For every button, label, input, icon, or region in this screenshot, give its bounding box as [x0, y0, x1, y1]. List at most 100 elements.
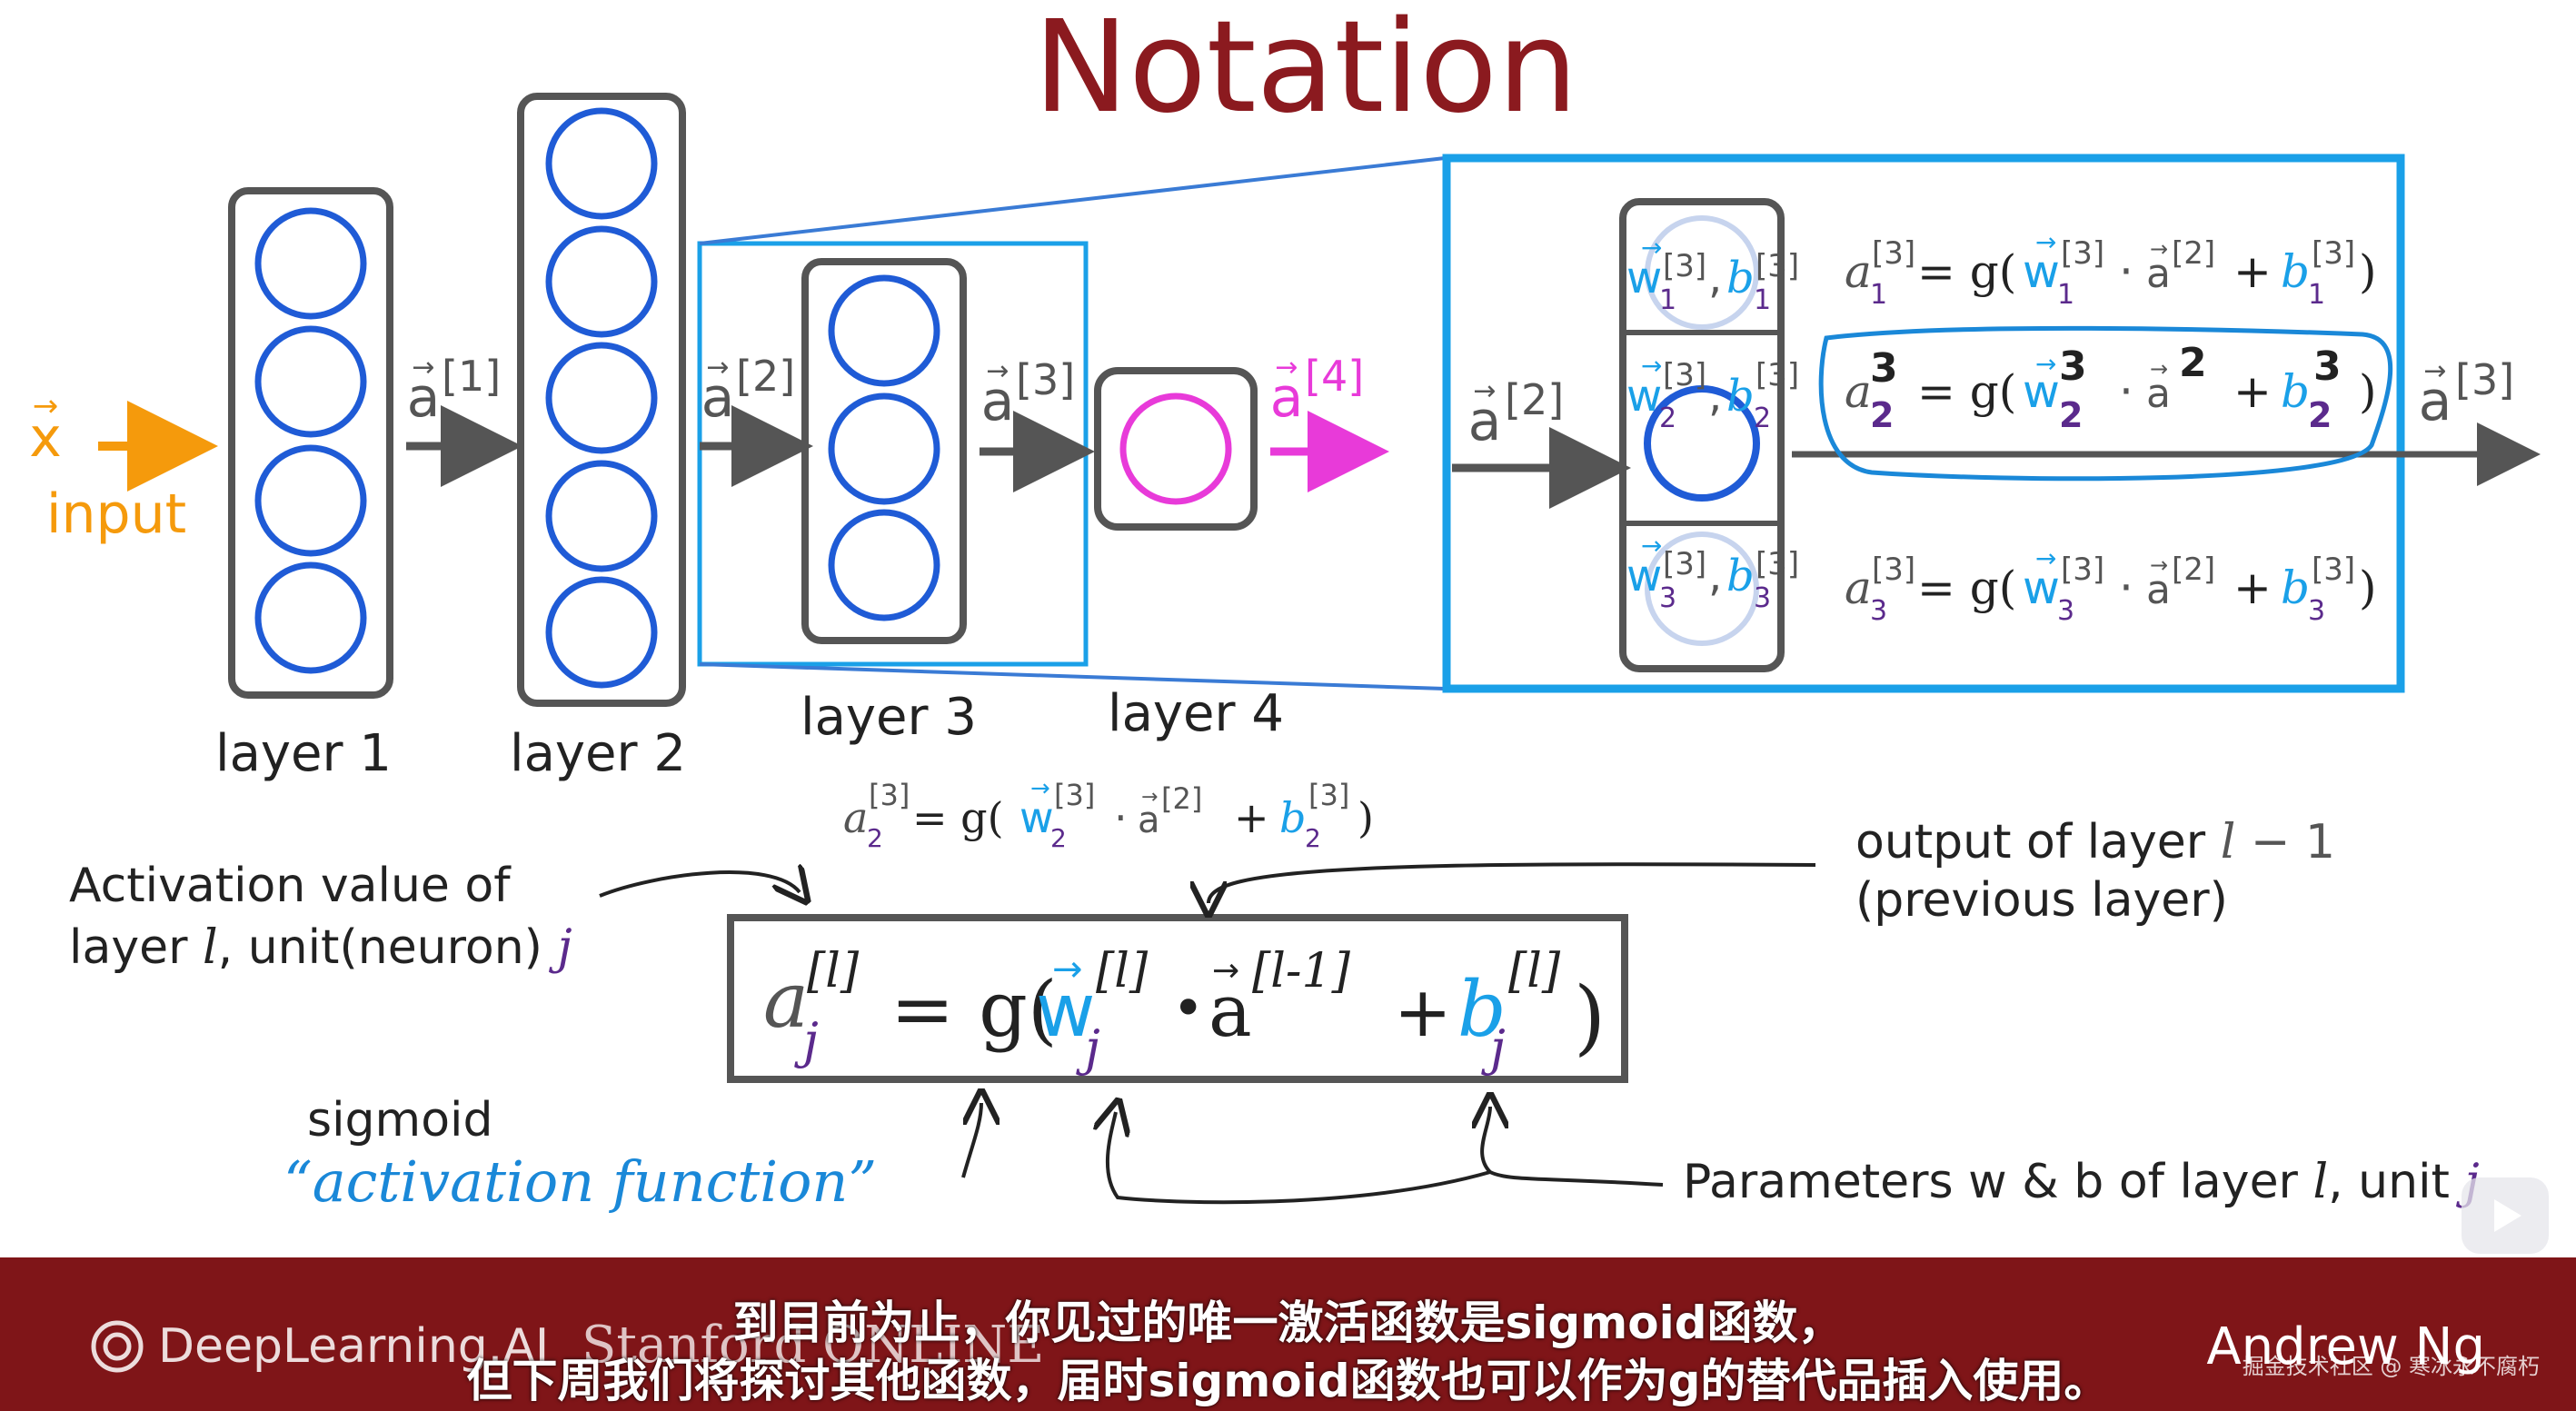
- eq1-eq: = g(: [1917, 245, 2016, 298]
- layer-2-unit: [545, 460, 658, 572]
- annotation-params-arrow: [1482, 1107, 1664, 1187]
- subtitles: 到目前为止，你见过的唯一激活函数是sigmoid函数， 但下周我们将探讨其他函数…: [0, 1294, 2576, 1410]
- zoom-output-a: a: [2419, 370, 2452, 433]
- eq3-b: b: [2281, 561, 2310, 614]
- annotation-params-w-arrow: [1108, 1112, 1491, 1205]
- deeplearning-logo: DeepLearning.AI: [91, 1319, 549, 1374]
- zoom-unit-2: [1644, 385, 1760, 502]
- ex-plus: +: [1234, 793, 1269, 842]
- zoom-unit-3-params: → w 3 [3] , b 3 [3]: [1626, 531, 1799, 614]
- w3-sub: 3: [1659, 582, 1676, 614]
- zoom-layer-3-box: [1619, 198, 1785, 672]
- annotation-activation-layer: layer: [69, 920, 203, 975]
- eq1-close: ): [2359, 245, 2377, 298]
- eq3-eq: = g(: [1917, 561, 2016, 614]
- ex-a-sub: 2: [867, 823, 883, 853]
- a4-label: a: [1270, 366, 1304, 430]
- zoom-unit-1-params: → w 1 [3] , b 1 [3]: [1626, 233, 1799, 316]
- eq3-ain: a: [2146, 567, 2171, 613]
- w3-sup: [3]: [1663, 546, 1706, 582]
- layer-1-label: layer 1: [215, 724, 392, 783]
- ex-dot: ·: [1114, 793, 1128, 842]
- eq2-w-sup: 3: [2059, 343, 2087, 390]
- eq1-a: a: [1845, 245, 1872, 298]
- eq1-a-sup: [3]: [1872, 235, 1915, 272]
- layer-1-box: [228, 187, 393, 699]
- layer-1-unit: [254, 207, 367, 320]
- eq2-a-sup: 3: [1870, 345, 1898, 392]
- subtitle-line-2: 但下周我们将探讨其他函数，届时sigmoid函数也可以作为g的替代品插入使用。: [466, 1355, 2110, 1407]
- eq1-b-sup: [3]: [2312, 235, 2355, 272]
- gen-b: b: [1457, 965, 1507, 1054]
- w2-arrow: →: [1641, 351, 1662, 381]
- zoom-unit-2-params: → w 2 [3] , b 2 [3]: [1626, 351, 1799, 434]
- gen-ain-arrow: →: [1212, 952, 1239, 989]
- play-button[interactable]: [2462, 1177, 2549, 1254]
- w2-symbol: w: [1626, 371, 1662, 422]
- zoom-output-superscript: [3]: [2455, 355, 2514, 404]
- w1-sup: [3]: [1663, 248, 1706, 284]
- layer-2-unit: [545, 107, 658, 220]
- b3-sub: 3: [1754, 582, 1771, 614]
- general-equation-box: [727, 914, 1628, 1083]
- eq3-a-sup: [3]: [1872, 551, 1915, 588]
- eq3-dot: ·: [2119, 561, 2133, 614]
- eq2-b: b: [2281, 365, 2310, 418]
- eq3-a: a: [1845, 561, 1872, 614]
- layer-1-unit: [254, 444, 367, 557]
- eq2-a-sub: 2: [1870, 395, 1894, 435]
- ex-b-sub: 2: [1305, 823, 1321, 853]
- ex-ain-sup: [2]: [1161, 781, 1202, 816]
- gen-dot: •: [1172, 977, 1204, 1040]
- eq2-ain: a: [2146, 371, 2171, 417]
- handwritten-highlight-loop: [1818, 325, 2393, 482]
- example-equation: a 2 [3] = g( → w 2 [3] · → a [2] + b 2 […: [843, 775, 1374, 853]
- layer-2-label: layer 2: [510, 724, 686, 783]
- general-equation: a j [l] = g( → w j [l] • → a [l-1] + b j…: [763, 944, 1606, 1077]
- deeplearning-text: DeepLearning.AI: [158, 1319, 550, 1374]
- eq3-ain-sup: [2]: [2172, 551, 2215, 588]
- zoom-input-vector-arrow: →: [1473, 375, 1496, 407]
- layer-4-label: layer 4: [1108, 684, 1284, 743]
- eq3-b-sub: 3: [2308, 595, 2325, 627]
- ex-ain-arrow: →: [1141, 786, 1158, 809]
- layer-3-unit: [828, 392, 940, 505]
- annotation-activation-arrow: [599, 872, 800, 896]
- w3-comma: ,: [1708, 551, 1722, 601]
- layer-2-unit: [545, 576, 658, 689]
- annotation-activation-line2: layer l, unit(neuron) j: [69, 920, 572, 975]
- w1-comma: ,: [1708, 253, 1722, 303]
- eq1-a-sub: 1: [1870, 279, 1887, 311]
- a4-vector-arrow: →: [1275, 352, 1298, 383]
- equation-unit-1: a 1 [3] = g( → w 1 [3] · → a [2] + b 1 […: [1845, 227, 2377, 311]
- eq3-b-sup: [3]: [2312, 551, 2355, 588]
- equation-unit-3: a 3 [3] = g( → w 3 [3] · → a [2] + b 3 […: [1845, 543, 2377, 627]
- watermark: 掘金技术社区 @ 寒冰永不腐朽: [2242, 1354, 2540, 1379]
- eq2-w-sub: 2: [2059, 395, 2083, 435]
- gen-b-sup: [l]: [1508, 944, 1561, 999]
- gen-ain: a: [1208, 969, 1252, 1053]
- b1-sup: [3]: [1755, 248, 1799, 284]
- eq3-a-sub: 3: [1870, 595, 1887, 627]
- annotation-params-unit: , unit: [2328, 1155, 2464, 1209]
- eq1-b-sub: 1: [2308, 279, 2325, 311]
- eq1-w: w: [2023, 245, 2060, 298]
- annotation-params-l: l: [2312, 1155, 2328, 1209]
- eq3-w-sup: [3]: [2061, 551, 2104, 588]
- w1-symbol: w: [1626, 253, 1662, 303]
- layer-3-label: layer 3: [801, 688, 977, 747]
- a1-superscript: [1]: [442, 352, 501, 401]
- slide-title: Notation: [1033, 0, 1577, 142]
- a3-superscript: [3]: [1016, 355, 1075, 404]
- ex-b-sup: [3]: [1308, 778, 1349, 812]
- eq3-w-sub: 3: [2057, 595, 2074, 627]
- input-vector-arrow: →: [33, 388, 59, 424]
- annotation-output-line1: output of layer l − 1: [1855, 815, 2335, 869]
- ex-a-sup: [3]: [869, 778, 910, 812]
- eq2-a: a: [1845, 365, 1872, 418]
- a2-label: a: [701, 366, 735, 430]
- eq1-ain-sup: [2]: [2172, 235, 2215, 272]
- b1-symbol: b: [1726, 253, 1755, 303]
- zoom-line-top: [699, 156, 1446, 245]
- annotation-output-text: output of layer: [1855, 815, 2221, 869]
